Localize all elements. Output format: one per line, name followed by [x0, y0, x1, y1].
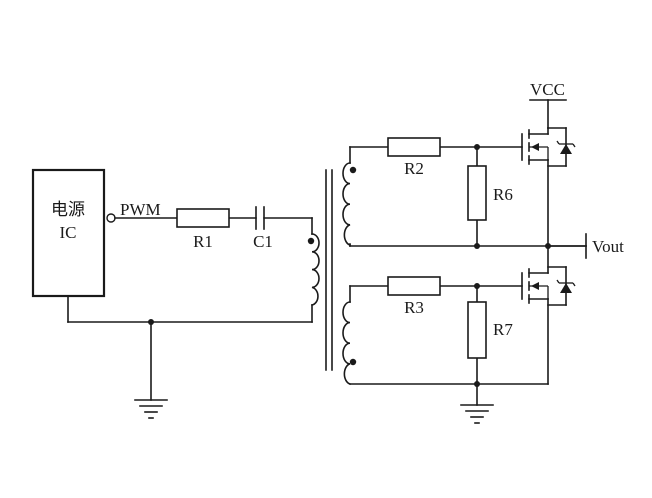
c1-label: C1 — [253, 232, 273, 251]
resistor-r2: R2 — [387, 137, 441, 178]
lower-secondary-wires — [349, 285, 549, 406]
mosfet-lower — [521, 245, 576, 385]
r6-label: R6 — [493, 185, 513, 204]
ground-symbol-left — [134, 399, 168, 419]
pwm-pin: PWM — [106, 200, 161, 223]
junction-dot — [474, 381, 480, 387]
r3-label: R3 — [404, 298, 424, 317]
power-ic: 电源 IC — [31, 168, 106, 298]
primary-wires — [67, 217, 313, 401]
resistor-r6: R6 — [467, 165, 513, 221]
junction-dot — [474, 243, 480, 249]
vcc-label: VCC — [530, 80, 565, 99]
vout-label: Vout — [592, 237, 624, 256]
transformer — [307, 162, 357, 385]
pwm-label: PWM — [120, 200, 161, 219]
mosfet-upper — [521, 127, 576, 247]
r7-label: R7 — [493, 320, 513, 339]
resistor-r1: R1 — [176, 208, 230, 251]
vcc-rail: VCC — [529, 80, 567, 129]
r1-label: R1 — [193, 232, 213, 251]
lower-polarity-dot — [349, 358, 357, 366]
vout-terminal: Vout — [547, 237, 624, 256]
ic-label-line1: 电源 — [51, 200, 85, 220]
ground-symbol-right — [460, 404, 494, 424]
r2-label: R2 — [404, 159, 424, 178]
resistor-r7: R7 — [467, 301, 513, 359]
junction-dot — [474, 144, 480, 150]
upper-polarity-dot — [349, 166, 357, 174]
ic-label-line2: IC — [60, 223, 77, 242]
junction-dot — [148, 319, 154, 325]
primary-polarity-dot — [307, 237, 315, 245]
junction-dot — [474, 283, 480, 289]
resistor-r3: R3 — [387, 276, 441, 317]
capacitor-c1: C1 — [253, 206, 273, 251]
